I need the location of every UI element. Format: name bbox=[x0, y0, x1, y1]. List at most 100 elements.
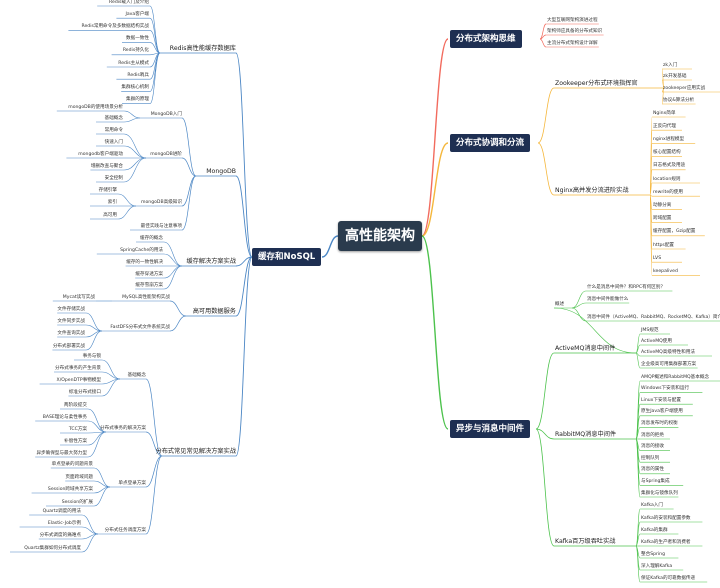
leaf-topic[interactable]: 分布式事务的产生背景 bbox=[55, 365, 101, 371]
leaf-topic[interactable]: 集群化与镜像队列 bbox=[641, 490, 678, 496]
leaf-topic[interactable]: 增删改查与聚合 bbox=[90, 163, 123, 169]
leaf-topic[interactable]: AMQP概述和RabbitMQ基本概念 bbox=[641, 374, 710, 380]
leaf-topic[interactable]: 协议&算法分析 bbox=[663, 97, 695, 103]
leaf-topic[interactable]: 高可用 bbox=[103, 212, 117, 218]
leaf-topic[interactable]: 集群核心机制 bbox=[121, 84, 149, 90]
leaf-topic[interactable]: 跨域配置 bbox=[653, 216, 672, 222]
leaf-topic[interactable]: Mycat读写实战 bbox=[62, 294, 95, 300]
mongodb-topic[interactable]: MongoDB bbox=[206, 167, 236, 175]
zookeeper-topic[interactable]: Zookeeper分布式环境指挥官 bbox=[555, 79, 638, 87]
leaf-topic[interactable]: rewrite的使用 bbox=[653, 189, 683, 195]
leaf-topic[interactable]: Kafka的安装和配置参数 bbox=[641, 515, 691, 521]
leaf-topic[interactable]: 日志格式及用途 bbox=[653, 163, 686, 169]
leaf-topic[interactable]: 原生Java客户端使用 bbox=[641, 409, 683, 415]
transaction-topic[interactable]: 分布式事务的解决方案 bbox=[100, 425, 146, 431]
leaf-topic[interactable]: Kafka的生产者和消费者 bbox=[641, 539, 691, 545]
basic-concept-topic[interactable]: 基础概念 bbox=[127, 372, 146, 378]
leaf-topic[interactable]: 基础概念 bbox=[104, 115, 123, 121]
overview-topic[interactable]: 概述 bbox=[555, 301, 565, 307]
leaf-topic[interactable]: 集群的原理 bbox=[126, 97, 149, 103]
leaf-topic[interactable]: 补偿性方案 bbox=[64, 438, 87, 444]
leaf-topic[interactable]: 事务与锁 bbox=[82, 353, 101, 359]
leaf-topic[interactable]: 消息中间件能做什么 bbox=[587, 296, 629, 302]
leaf-topic[interactable]: 核心配置结构 bbox=[653, 150, 681, 156]
leaf-topic[interactable]: mongodb客户端驱动 bbox=[78, 151, 123, 157]
leaf-topic[interactable]: 两阶段提交 bbox=[64, 402, 87, 408]
job-topic[interactable]: 分布式任务调度方案 bbox=[104, 527, 146, 533]
leaf-topic[interactable]: SpringCache的用法 bbox=[120, 247, 163, 253]
leaf-topic[interactable]: Java客户端 bbox=[125, 11, 150, 17]
leaf-topic[interactable]: 企业级高可用集群部署方案 bbox=[641, 361, 697, 367]
leaf-topic[interactable]: 缓存穿透方案 bbox=[135, 271, 163, 277]
leaf-topic[interactable]: Session的扩展 bbox=[61, 499, 93, 505]
leaf-topic[interactable]: X/OpenDTP事物模型 bbox=[56, 377, 101, 383]
leaf-topic[interactable]: 标准分布式接口 bbox=[68, 389, 101, 395]
leaf-topic[interactable]: 快速入门 bbox=[104, 139, 123, 145]
leaf-topic[interactable]: Session跨域共享方案 bbox=[47, 486, 93, 492]
leaf-topic[interactable]: Kafka入门 bbox=[641, 502, 663, 508]
leaf-topic[interactable]: 异步确保型与最大努力型 bbox=[36, 450, 87, 456]
leaf-topic[interactable]: 单点登录的问题背景 bbox=[51, 461, 93, 467]
leaf-topic[interactable]: Redis持久化 bbox=[122, 48, 149, 54]
leaf-topic[interactable]: Windows下安装和运行 bbox=[641, 386, 690, 392]
leaf-topic[interactable]: 消息发布时的权衡 bbox=[641, 420, 678, 426]
leaf-topic[interactable]: Quartz调度的用法 bbox=[42, 508, 81, 514]
leaf-topic[interactable]: 缓存的一致性解决 bbox=[126, 259, 163, 265]
kafka-topic[interactable]: Kafka百万级吞吐实战 bbox=[555, 537, 616, 545]
leaf-topic[interactable]: TCC方案 bbox=[68, 426, 87, 432]
leaf-topic[interactable]: Nginx简单 bbox=[653, 110, 676, 116]
sso-topic[interactable]: 单点登录方案 bbox=[118, 480, 146, 486]
leaf-topic[interactable]: Redis主从模式 bbox=[118, 60, 149, 66]
leaf-topic[interactable]: 保证Kafka的可靠数据传递 bbox=[641, 575, 696, 581]
branch-distributed-architecture[interactable]: 分布式架构思维 bbox=[450, 30, 522, 48]
leaf-topic[interactable]: Kafka的集群 bbox=[641, 527, 668, 533]
redis-topic[interactable]: Redis高性能缓存数据库 bbox=[169, 44, 236, 52]
ha-topic[interactable]: 高可用数据服务 bbox=[192, 307, 236, 315]
leaf-topic[interactable]: zk入门 bbox=[663, 62, 678, 68]
leaf-topic[interactable]: 架构师应具备的分布式知识 bbox=[547, 28, 603, 34]
leaf-topic[interactable]: 动静分离 bbox=[653, 202, 672, 208]
leaf-topic[interactable]: 存储引擎 bbox=[98, 187, 117, 193]
mongodb-high-topic[interactable]: mongoDB高级知识 bbox=[141, 199, 182, 205]
leaf-topic[interactable]: Elastic-Job示例 bbox=[47, 520, 81, 526]
leaf-topic[interactable]: 索引 bbox=[107, 199, 117, 205]
mongodb-advanced-topic[interactable]: mongoDB进阶 bbox=[150, 151, 182, 157]
leaf-topic[interactable]: zookeeper应用实战 bbox=[663, 85, 706, 91]
root-node[interactable]: 高性能架构 bbox=[338, 221, 422, 251]
mongodb-best-topic[interactable]: 最佳实践与注意事项 bbox=[140, 223, 182, 229]
mongodb-intro-topic[interactable]: MongoDB入门 bbox=[150, 111, 182, 117]
leaf-topic[interactable]: 常用命令 bbox=[104, 127, 123, 133]
leaf-topic[interactable]: 大型互联网架构演进过程 bbox=[547, 17, 598, 23]
leaf-topic[interactable]: 消息的拒绝 bbox=[641, 432, 664, 438]
mysql-topic[interactable]: MySQL高性能架构实战 bbox=[122, 294, 170, 300]
branch-cache-nosql[interactable]: 缓存和NoSQL bbox=[252, 248, 322, 266]
branch-async-messaging[interactable]: 异步与消息中间件 bbox=[450, 420, 531, 438]
leaf-topic[interactable]: BASE理论与柔性事务 bbox=[42, 414, 87, 420]
leaf-topic[interactable]: ActiveMQ高级特性和用法 bbox=[641, 349, 695, 355]
leaf-topic[interactable]: 缓存的概念 bbox=[140, 235, 163, 241]
leaf-topic[interactable]: Redis常用命令及多数据结构实战 bbox=[81, 23, 149, 29]
leaf-topic[interactable]: LVS bbox=[653, 255, 662, 261]
leaf-topic[interactable]: 主流分布式架构设计详解 bbox=[547, 40, 598, 46]
leaf-topic[interactable]: Redis哨兵 bbox=[127, 72, 149, 78]
activemq-topic[interactable]: ActiveMQ消息中间件 bbox=[555, 344, 616, 352]
leaf-topic[interactable]: 数据一致性 bbox=[126, 36, 149, 42]
leaf-topic[interactable]: 文件同步实战 bbox=[57, 318, 85, 324]
leaf-topic[interactable]: Linux下安装与配置 bbox=[641, 397, 681, 403]
rabbitmq-topic[interactable]: RabbitMQ消息中间件 bbox=[555, 430, 617, 438]
leaf-topic[interactable]: 消息的属性 bbox=[641, 467, 664, 473]
leaf-topic[interactable]: 控制队列 bbox=[641, 455, 660, 461]
leaf-topic[interactable]: 文件查询实战 bbox=[57, 330, 85, 336]
leaf-topic[interactable]: 正反向代理 bbox=[653, 123, 676, 129]
distributed-solutions-topic[interactable]: 分布式常见常见解决方案实战 bbox=[155, 447, 236, 455]
leaf-topic[interactable]: 消息中间件（ActiveMQ、RabbitMQ、RocketMQ、Kafka）简… bbox=[587, 314, 720, 320]
leaf-topic[interactable]: 页面跨域问题 bbox=[65, 474, 93, 480]
leaf-topic[interactable]: https配置 bbox=[653, 242, 675, 248]
leaf-topic[interactable]: 分布式调度的痛难点 bbox=[39, 532, 81, 538]
leaf-topic[interactable]: mongoDB的使用场景分析 bbox=[68, 104, 123, 110]
leaf-topic[interactable]: 缓存配置，Gzip配置 bbox=[653, 229, 696, 235]
leaf-topic[interactable]: 文件存储实战 bbox=[57, 306, 85, 312]
nginx-topic[interactable]: Nginx高并发分流进阶实战 bbox=[555, 186, 629, 194]
cache-solution-topic[interactable]: 缓存解决方案实战 bbox=[186, 257, 237, 265]
leaf-topic[interactable]: 安全控制 bbox=[104, 175, 123, 181]
